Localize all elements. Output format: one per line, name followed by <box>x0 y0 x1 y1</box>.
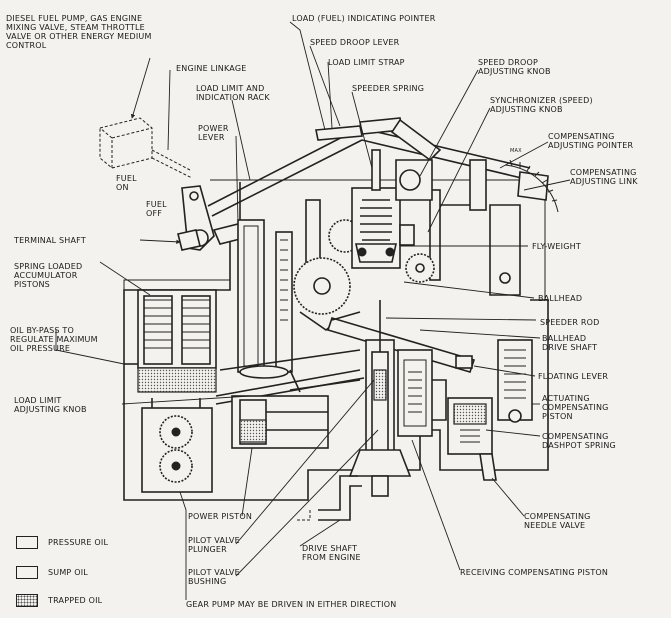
label-power-lever: POWER LEVER <box>198 124 229 142</box>
accumulator-pistons <box>137 289 217 393</box>
label-dashpot-spring: COMPENSATING DASHPOT SPRING <box>542 432 616 450</box>
label-comp-pointer: COMPENSATING ADJUSTING POINTER <box>548 132 634 150</box>
label-power-piston: POWER PISTON <box>188 512 253 521</box>
label-actuating-piston: ACTUATING COMPENSATING PISTON <box>542 394 609 421</box>
label-speeder-spring: SPEEDER SPRING <box>352 84 425 93</box>
power-piston <box>231 395 329 449</box>
label-speeder-rod: SPEEDER ROD <box>540 318 600 327</box>
label-floating-lever: FLOATING LEVER <box>538 372 609 381</box>
label-needle-valve: COMPENSATING NEEDLE VALVE <box>524 512 591 530</box>
floating-lever <box>326 311 476 373</box>
legend-label-trapped-oil: TRAPPED OIL <box>48 596 103 605</box>
label-accumulator: SPRING LOADED ACCUMULATOR PISTONS <box>14 262 83 289</box>
label-receiving-piston: RECEIVING COMPENSATING PISTON <box>460 568 609 577</box>
top-lever-assembly <box>315 117 549 296</box>
label-fly-weight: FLY-WEIGHT <box>532 242 581 251</box>
drive-shaft <box>296 475 362 521</box>
ballhead-assembly <box>351 149 433 269</box>
label-comp-link: COMPENSATING ADJUSTING LINK <box>570 168 638 186</box>
legend-swatch-pressure-oil <box>16 536 38 549</box>
central-valve-body <box>397 349 447 437</box>
pilot-valve <box>348 300 412 497</box>
legend-label-sump-oil: SUMP OIL <box>48 568 88 577</box>
label-oil-bypass: OIL BY-PASS TO REGULATE MAXIMUM OIL PRES… <box>10 326 98 353</box>
label-ballhead-drive-shaft: BALLHEAD DRIVE SHAFT <box>542 334 598 352</box>
leader-lines <box>55 21 571 600</box>
label-terminal-shaft: TERMINAL SHAFT <box>14 236 86 245</box>
legend-label-pressure-oil: PRESSURE OIL <box>48 538 109 547</box>
label-gear-pump: GEAR PUMP MAY BE DRIVEN IN EITHER DIRECT… <box>186 600 397 609</box>
terminal-lever <box>177 127 363 251</box>
compensating-pistons <box>447 339 533 481</box>
label-ballhead: BALLHEAD <box>538 294 583 303</box>
legend-swatch-trapped-oil <box>16 594 38 607</box>
label-fuel-off: FUEL OFF <box>146 200 167 218</box>
label-pilot-plunger: PILOT VALVE PLUNGER <box>188 536 240 554</box>
label-load-fuel-pointer: LOAD (FUEL) INDICATING POINTER <box>292 14 436 23</box>
legend-swatch-sump-oil <box>16 566 38 579</box>
label-speed-droop-lever: SPEED DROOP LEVER <box>310 38 400 47</box>
label-load-limit-strap: LOAD LIMIT STRAP <box>328 58 405 67</box>
label-synchronizer-knob: SYNCHRONIZER (SPEED) ADJUSTING KNOB <box>490 96 593 114</box>
label-engine-linkage: ENGINE LINKAGE <box>176 64 247 73</box>
power-lever-rack <box>237 199 321 393</box>
label-pilot-bushing: PILOT VALVE BUSHING <box>188 568 240 586</box>
label-load-limit-rack: LOAD LIMIT AND INDICATION RACK <box>196 84 270 102</box>
label-fuel-on: FUEL ON <box>116 174 137 192</box>
compensating-scale <box>504 159 559 213</box>
label-load-limit-knob: LOAD LIMIT ADJUSTING KNOB <box>14 396 87 414</box>
label-speed-droop-knob: SPEED DROOP ADJUSTING KNOB <box>478 58 551 76</box>
gear-pump <box>141 398 213 493</box>
rack-gears <box>293 219 435 331</box>
label-diesel-fuel-pump: DIESEL FUEL PUMP, GAS ENGINE MIXING VALV… <box>6 14 152 50</box>
label-drive-shaft: DRIVE SHAFT FROM ENGINE <box>302 544 361 562</box>
label-scale-max: MAX <box>510 148 522 154</box>
fuel-pump-box <box>99 117 193 179</box>
